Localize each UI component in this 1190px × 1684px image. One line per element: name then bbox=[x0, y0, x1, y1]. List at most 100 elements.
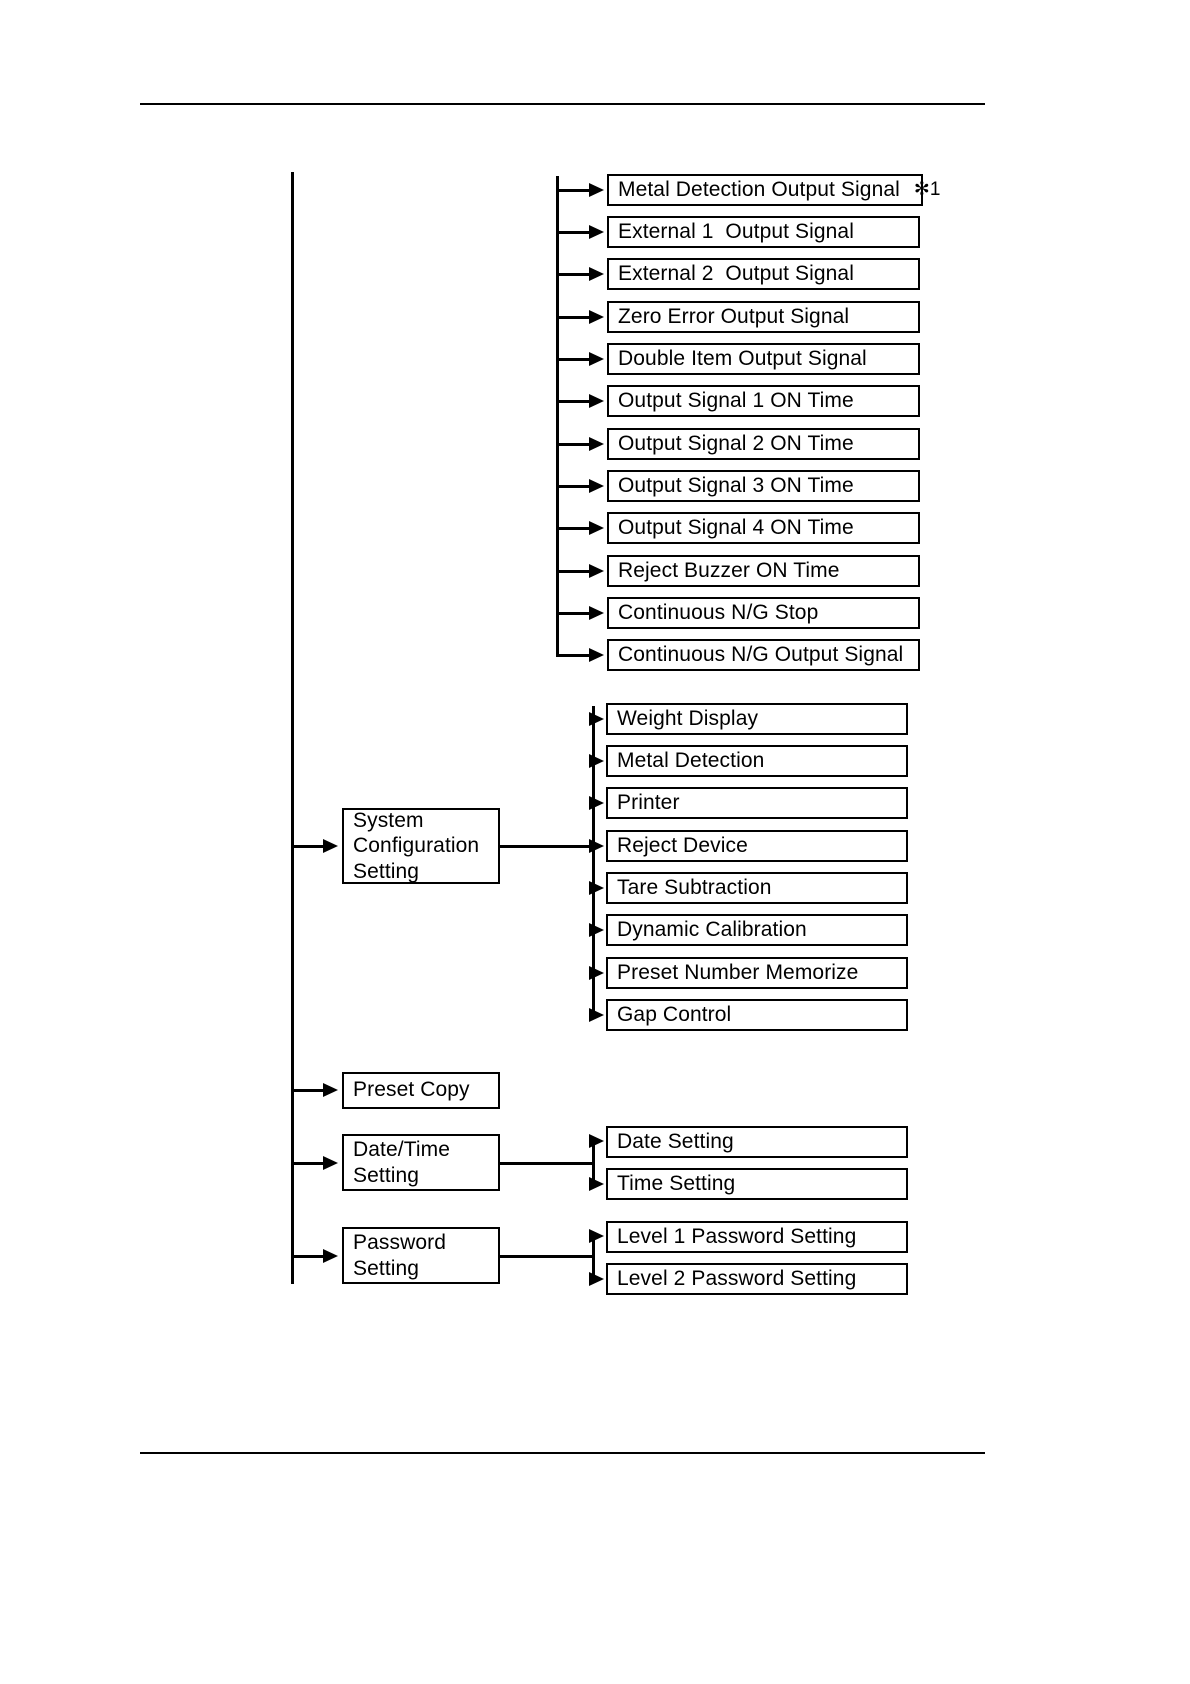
node-label: Output Signal 1 ON Time bbox=[618, 388, 854, 412]
node-label: Output Signal 4 ON Time bbox=[618, 515, 854, 539]
group1-connector bbox=[556, 358, 596, 361]
group2-arrow bbox=[589, 881, 604, 895]
node-label: External 2 Output Signal bbox=[618, 261, 854, 285]
node-tare-subtraction[interactable]: Tare Subtraction bbox=[606, 872, 908, 904]
node-printer[interactable]: Printer bbox=[606, 787, 908, 819]
node-label: Output Signal 2 ON Time bbox=[618, 431, 854, 455]
node-metal-detection-output-signal[interactable]: Metal Detection Output Signal ✻1 bbox=[607, 174, 940, 206]
date-time-to-bus bbox=[500, 1162, 595, 1165]
system-config-to-bus bbox=[500, 845, 595, 848]
node-label: Output Signal 3 ON Time bbox=[618, 473, 854, 497]
group1-connector bbox=[556, 273, 596, 276]
group1-arrow bbox=[589, 225, 604, 239]
node-label: Continuous N/G Output Signal bbox=[618, 642, 904, 666]
node-label: Level 2 Password Setting bbox=[617, 1266, 857, 1290]
node-label: Preset Number Memorize bbox=[617, 960, 859, 984]
node-label: Date Setting bbox=[617, 1129, 734, 1153]
footnote-marker: ✻1 bbox=[913, 178, 941, 200]
node-label: Metal Detection Output Signal bbox=[618, 177, 900, 201]
node-output-signal-2-on-time[interactable]: Output Signal 2 ON Time bbox=[607, 428, 920, 460]
group1-connector bbox=[556, 443, 596, 446]
group4-arrow bbox=[589, 1177, 604, 1191]
group1-connector bbox=[556, 654, 596, 657]
node-label: Double Item Output Signal bbox=[618, 346, 867, 370]
group1-connector bbox=[556, 231, 596, 234]
node-dynamic-calibration[interactable]: Dynamic Calibration bbox=[606, 914, 908, 946]
group2-arrow bbox=[589, 712, 604, 726]
node-label: Continuous N/G Stop bbox=[618, 600, 819, 624]
group1-arrow bbox=[589, 479, 604, 493]
node-output-signal-3-on-time[interactable]: Output Signal 3 ON Time bbox=[607, 470, 920, 502]
group4-arrow bbox=[589, 1134, 604, 1148]
node-double-item-output-signal[interactable]: Double Item Output Signal bbox=[607, 343, 920, 375]
group4-bus bbox=[592, 1139, 595, 1185]
group1-arrow bbox=[589, 183, 604, 197]
node-weight-display[interactable]: Weight Display bbox=[606, 703, 908, 735]
node-external-1-output-signal[interactable]: External 1 Output Signal bbox=[607, 216, 920, 248]
group1-arrow bbox=[589, 310, 604, 324]
spine-to-password bbox=[291, 1255, 327, 1258]
node-output-signal-1-on-time[interactable]: Output Signal 1 ON Time bbox=[607, 385, 920, 417]
preset-copy-arrow bbox=[323, 1083, 338, 1097]
node-label: Dynamic Calibration bbox=[617, 917, 807, 941]
spine-to-system-config bbox=[291, 845, 327, 848]
node-label: Metal Detection bbox=[617, 748, 765, 772]
group1-arrow bbox=[589, 648, 604, 662]
node-label: Level 1 Password Setting bbox=[617, 1224, 857, 1248]
group1-connector bbox=[556, 400, 596, 403]
node-external-2-output-signal[interactable]: External 2 Output Signal bbox=[607, 258, 920, 290]
node-metal-detection[interactable]: Metal Detection bbox=[606, 745, 908, 777]
node-zero-error-output-signal[interactable]: Zero Error Output Signal bbox=[607, 301, 920, 333]
group1-connector bbox=[556, 527, 596, 530]
group2-arrow bbox=[589, 1008, 604, 1022]
node-label: Tare Subtraction bbox=[617, 875, 772, 899]
node-label: Reject Buzzer ON Time bbox=[618, 558, 840, 582]
node-label: Gap Control bbox=[617, 1002, 732, 1026]
node-reject-buzzer-on-time[interactable]: Reject Buzzer ON Time bbox=[607, 555, 920, 587]
header-rule bbox=[140, 103, 985, 105]
node-label: External 1 Output Signal bbox=[618, 219, 854, 243]
group1-connector bbox=[556, 189, 596, 192]
group1-connector bbox=[556, 612, 596, 615]
node-gap-control[interactable]: Gap Control bbox=[606, 999, 908, 1031]
group2-arrow bbox=[589, 923, 604, 937]
password-to-bus bbox=[500, 1255, 595, 1258]
group1-arrow bbox=[589, 606, 604, 620]
node-reject-device[interactable]: Reject Device bbox=[606, 830, 908, 862]
node-level-2-password-setting[interactable]: Level 2 Password Setting bbox=[606, 1263, 908, 1295]
spine-to-date-time bbox=[291, 1162, 327, 1165]
group1-arrow bbox=[589, 352, 604, 366]
group2-bus bbox=[592, 706, 595, 1014]
group2-arrow bbox=[589, 796, 604, 810]
node-output-signal-4-on-time[interactable]: Output Signal 4 ON Time bbox=[607, 512, 920, 544]
node-date-setting[interactable]: Date Setting bbox=[606, 1126, 908, 1158]
node-preset-number-memorize[interactable]: Preset Number Memorize bbox=[606, 957, 908, 989]
node-level-1-password-setting[interactable]: Level 1 Password Setting bbox=[606, 1221, 908, 1253]
node-preset-copy[interactable]: Preset Copy bbox=[342, 1072, 500, 1109]
group1-arrow bbox=[589, 394, 604, 408]
spine-to-preset-copy bbox=[291, 1089, 327, 1092]
node-continuous-ng-stop[interactable]: Continuous N/G Stop bbox=[607, 597, 920, 629]
node-continuous-ng-output-signal[interactable]: Continuous N/G Output Signal bbox=[607, 639, 920, 671]
group2-arrow bbox=[589, 966, 604, 980]
group1-arrow bbox=[589, 564, 604, 578]
group1-connector bbox=[556, 485, 596, 488]
group1-bus bbox=[556, 176, 559, 656]
system-config-arrow bbox=[323, 839, 338, 853]
group1-arrow bbox=[589, 521, 604, 535]
node-time-setting[interactable]: Time Setting bbox=[606, 1168, 908, 1200]
group5-arrow bbox=[589, 1272, 604, 1286]
group5-arrow bbox=[589, 1229, 604, 1243]
footer-rule bbox=[140, 1452, 985, 1454]
group1-arrow bbox=[589, 267, 604, 281]
group1-arrow bbox=[589, 437, 604, 451]
node-label: Preset Copy bbox=[353, 1078, 470, 1102]
